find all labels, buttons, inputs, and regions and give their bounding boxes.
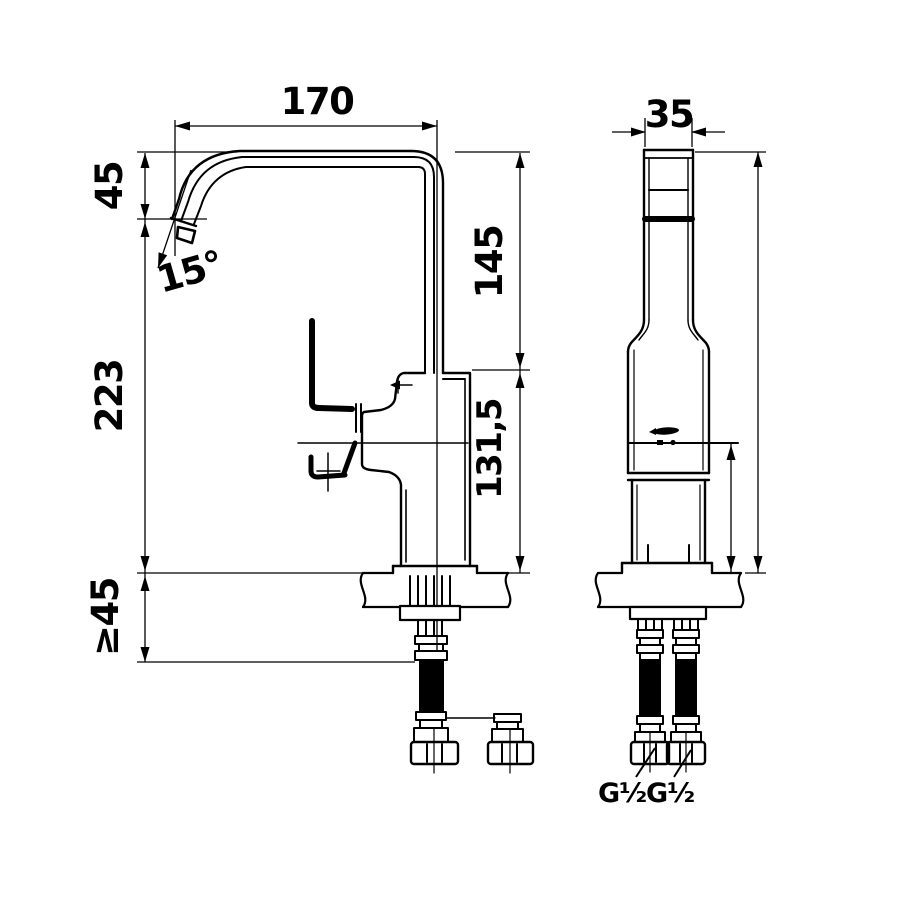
- right-connection-size-label: G½: [646, 778, 694, 809]
- side-view-drawing: [169, 149, 535, 774]
- dimension-lines: [137, 118, 766, 778]
- spout-drop-dimension: 45: [88, 162, 131, 211]
- height-to-outlet-dimension: 223: [88, 360, 131, 433]
- body-height-dimension: 131,5: [470, 399, 510, 499]
- brand-logo-mark: [649, 427, 679, 446]
- under-counter-clearance-dimension: ≥45: [84, 578, 127, 656]
- spout-height-dimension: 145: [468, 226, 511, 299]
- dimension-labels: 170 45 15° 223 ≥45 145 131,5 35 G½ G½: [84, 80, 695, 809]
- dimension-arrows: [140, 121, 763, 662]
- front-view-drawing: [594, 148, 745, 773]
- left-connection-size-label: G½: [598, 778, 646, 809]
- spout-reach-dimension: 170: [281, 80, 354, 123]
- spout-width-dimension: 35: [645, 93, 694, 136]
